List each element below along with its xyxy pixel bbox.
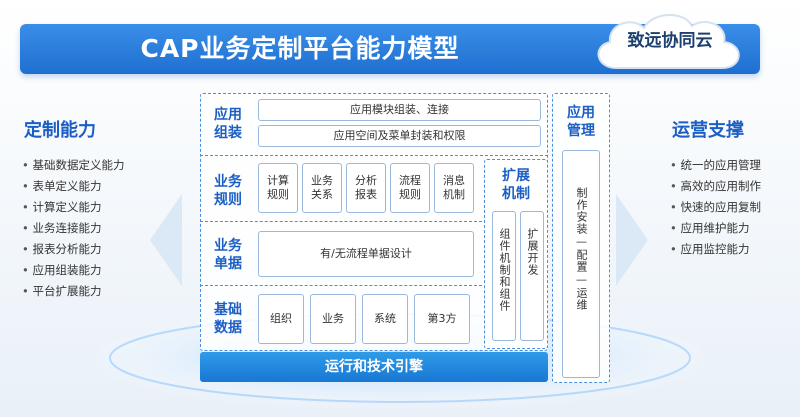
cloud-icon	[597, 13, 740, 69]
rule-box: 流程规则	[390, 163, 430, 213]
runtime-engine-bar: 运行和技术引擎	[200, 352, 548, 382]
left-capability-list: 基础数据定义能力 表单定义能力 计算定义能力 业务连接能力 报表分析能力 应用组…	[22, 155, 124, 302]
list-item: 应用监控能力	[670, 239, 761, 260]
layer-label-app-assembly: 应用组装	[214, 107, 242, 141]
data-box: 第3方	[414, 294, 470, 344]
list-item: 基础数据定义能力	[22, 155, 124, 176]
divider	[200, 155, 548, 156]
left-arrow-icon	[150, 194, 182, 286]
divider	[200, 221, 482, 222]
app-module-assembly-box: 应用模块组装、连接	[258, 99, 541, 121]
rule-box: 分析报表	[346, 163, 386, 213]
extension-dev-box: 扩展开发	[520, 211, 544, 341]
list-item: 应用组装能力	[22, 260, 124, 281]
divider	[200, 285, 482, 286]
right-support-list: 统一的应用管理 高效的应用制作 快速的应用复制 应用维护能力 应用监控能力	[670, 155, 761, 260]
right-arrow-icon	[616, 194, 648, 286]
layer-label-business-docs: 业务单据	[214, 238, 242, 272]
layer-label-business-rules: 业务规则	[214, 174, 242, 208]
page-title: CAP业务定制平台能力模型	[140, 34, 460, 63]
left-title: 定制能力	[24, 120, 96, 141]
data-box: 系统	[362, 294, 408, 344]
list-item: 统一的应用管理	[670, 155, 761, 176]
list-item: 计算定义能力	[22, 197, 124, 218]
lifecycle-box: 制作安装—配置—运维	[562, 150, 600, 378]
rule-box: 消息机制	[434, 163, 474, 213]
app-space-permission-box: 应用空间及菜单封装和权限	[258, 125, 541, 147]
rule-box: 业务关系	[302, 163, 342, 213]
rule-box: 计算规则	[258, 163, 298, 213]
list-item: 高效的应用制作	[670, 176, 761, 197]
component-box: 组件机制和组件	[492, 211, 516, 341]
list-item: 表单定义能力	[22, 176, 124, 197]
data-box: 组织	[258, 294, 304, 344]
list-item: 快速的应用复制	[670, 197, 761, 218]
extension-label: 扩展机制	[502, 168, 530, 202]
app-management-label: 应用管理	[567, 105, 595, 139]
right-title: 运营支撑	[672, 120, 744, 141]
list-item: 业务连接能力	[22, 218, 124, 239]
layer-label-basic-data: 基础数据	[214, 302, 242, 336]
list-item: 平台扩展能力	[22, 281, 124, 302]
brand-name: 致远协同云	[627, 31, 713, 51]
doc-design-box: 有/无流程单据设计	[258, 231, 474, 277]
list-item: 报表分析能力	[22, 239, 124, 260]
list-item: 应用维护能力	[670, 218, 761, 239]
data-box: 业务	[310, 294, 356, 344]
